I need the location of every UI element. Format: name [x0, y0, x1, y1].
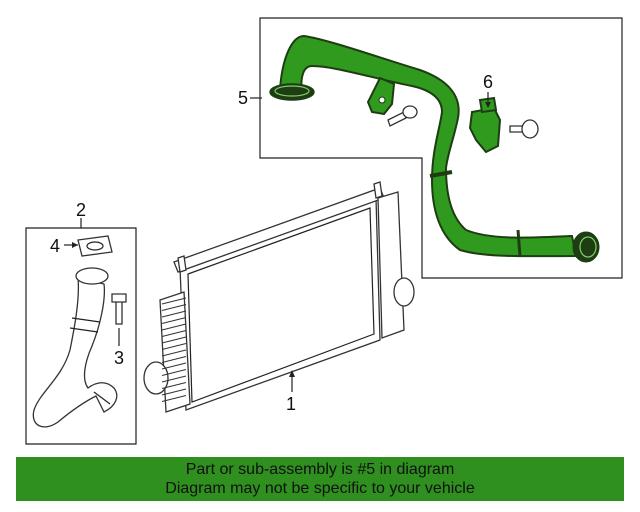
fin-line	[161, 317, 187, 324]
part-5-charge-air-pipe[interactable]	[269, 34, 600, 263]
fin-line	[161, 382, 187, 389]
callout-1: 1	[286, 394, 296, 414]
bolt-shank	[115, 299, 123, 325]
intercooler-fins	[161, 297, 187, 402]
fin-line	[161, 349, 187, 357]
part-2-inlet-duct[interactable]	[32, 267, 118, 428]
pipe-outlet-end	[572, 231, 600, 263]
fin-line	[161, 330, 187, 337]
fin-line	[161, 395, 187, 402]
part-6-sensor[interactable]	[468, 96, 502, 154]
callout-1-arrowhead	[289, 370, 295, 377]
fin-line	[161, 362, 187, 370]
callout-4: 4	[50, 236, 60, 256]
parts-diagram: 1 2 3 4 5 6	[25, 17, 623, 445]
fin-line	[161, 323, 187, 331]
fin-line	[161, 336, 187, 344]
fin-line	[161, 297, 187, 305]
banner-line-2: Diagram may not be specific to your vehi…	[165, 480, 475, 497]
pipe-inlet-end	[269, 83, 315, 101]
intercooler-inlet-port	[143, 361, 169, 395]
intercooler-right-tank	[377, 191, 405, 339]
callout-3: 3	[114, 348, 124, 368]
callout-5: 5	[238, 88, 248, 108]
fin-line	[161, 310, 187, 318]
intercooler-frame-inner	[187, 207, 375, 403]
fin-line	[161, 356, 187, 363]
pipe-clamp-band	[429, 170, 453, 178]
part-5-group-outline	[259, 17, 623, 279]
bolt-upper	[387, 105, 418, 127]
pipe-mount-bracket	[366, 76, 396, 116]
callout-6-arrowhead	[485, 102, 491, 108]
banner-line-1: Part or sub-assembly is #5 in diagram	[185, 461, 455, 478]
intercooler-outlet-port	[393, 277, 415, 307]
part-4-gasket[interactable]	[77, 235, 113, 257]
callout-6: 6	[483, 72, 493, 92]
duct-body	[32, 277, 118, 428]
info-banner: Part or sub-assembly is #5 in diagram Di…	[16, 457, 624, 501]
sensor-bolt	[509, 119, 539, 139]
gasket-hole	[86, 241, 104, 251]
fin-line	[161, 304, 187, 311]
pipe-clamp-band-2	[516, 229, 522, 257]
pipe-inlet-rim	[274, 85, 310, 97]
part-2-group-outline	[25, 227, 137, 445]
duct-clamp-upper	[69, 317, 101, 333]
gasket-shape	[77, 235, 113, 257]
bolt-head	[111, 293, 127, 303]
sensor-body	[468, 106, 502, 154]
bracket-hole	[378, 96, 386, 104]
fin-line	[161, 388, 187, 396]
fin-line	[161, 343, 187, 350]
callout-2: 2	[76, 200, 86, 220]
intercooler-mount-post-2	[177, 255, 187, 273]
part-3-bolt[interactable]	[111, 293, 127, 325]
intercooler-mount-post	[373, 181, 383, 199]
part-1-intercooler[interactable]	[143, 181, 415, 413]
pipe-outlet-rim	[579, 236, 597, 258]
fin-line	[161, 369, 187, 376]
fin-line	[161, 375, 187, 383]
duct-clamp-lower	[93, 391, 111, 405]
duct-upper-flange	[75, 267, 109, 285]
callout-4-arrowhead	[72, 242, 78, 248]
